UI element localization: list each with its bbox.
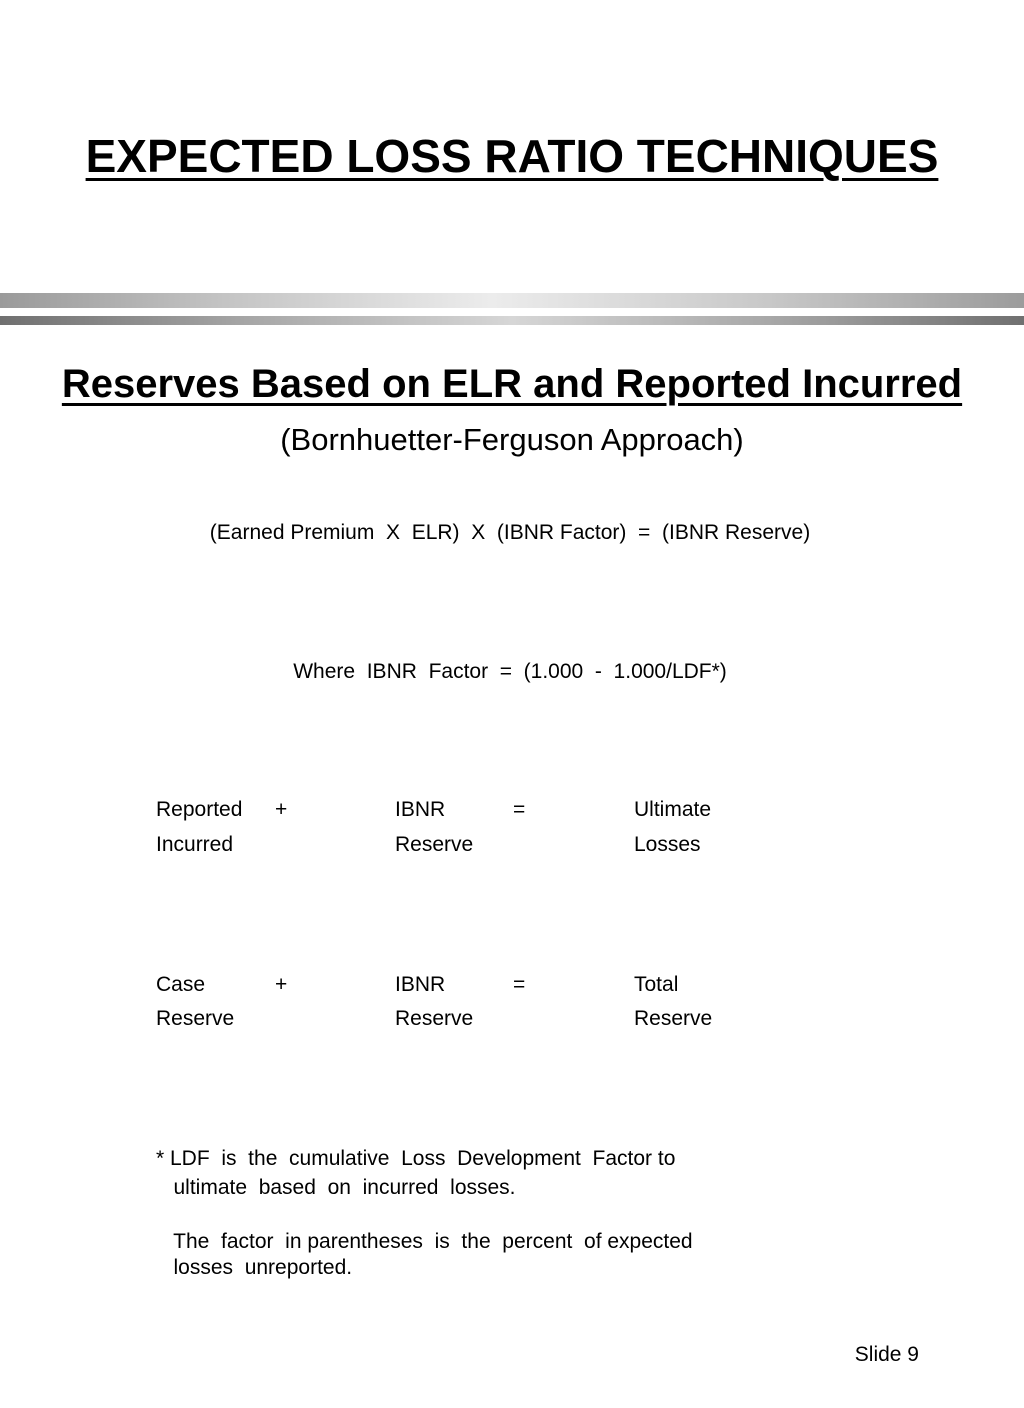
equation-term-result: Reserve bbox=[634, 1007, 713, 1030]
footnote-line: * LDF is the cumulative Loss Development… bbox=[156, 1147, 676, 1170]
decorative-band-bottom bbox=[0, 316, 1024, 325]
equation-term-result: Losses bbox=[634, 833, 701, 856]
equation-term-result: Total bbox=[634, 973, 679, 996]
slide-title: EXPECTED LOSS RATIO TECHNIQUES bbox=[85, 130, 939, 182]
equation-term-middle: Reserve bbox=[395, 833, 474, 856]
section-subtitle: (Bornhuetter-Ferguson Approach) bbox=[280, 422, 744, 457]
ibnr-factor-definition: Where IBNR Factor = (1.000 - 1.000/LDF*) bbox=[293, 660, 727, 683]
equation-equals-operator: = bbox=[513, 798, 526, 821]
equation-plus-operator: + bbox=[275, 798, 288, 821]
footnote-line: The factor in parentheses is the percent… bbox=[156, 1230, 693, 1253]
ibnr-formula: (Earned Premium X ELR) X (IBNR Factor) =… bbox=[209, 521, 811, 544]
decorative-band-top bbox=[0, 293, 1024, 308]
equation-term-left: Case bbox=[156, 973, 206, 996]
equation-term-result: Ultimate bbox=[634, 798, 712, 821]
equation-term-left: Incurred bbox=[156, 833, 234, 856]
equation-plus-operator: + bbox=[275, 973, 288, 996]
footnote-line: ultimate based on incurred losses. bbox=[156, 1176, 516, 1199]
equation-term-left: Reported bbox=[156, 798, 243, 821]
section-title: Reserves Based on ELR and Reported Incur… bbox=[61, 362, 963, 406]
equation-equals-operator: = bbox=[513, 973, 526, 996]
equation-term-middle: IBNR bbox=[395, 973, 446, 996]
equation-term-middle: IBNR bbox=[395, 798, 446, 821]
footnote-line: losses unreported. bbox=[156, 1256, 353, 1279]
equation-term-middle: Reserve bbox=[395, 1007, 474, 1030]
slide-number: Slide 9 bbox=[854, 1343, 919, 1366]
equation-term-left: Reserve bbox=[156, 1007, 235, 1030]
